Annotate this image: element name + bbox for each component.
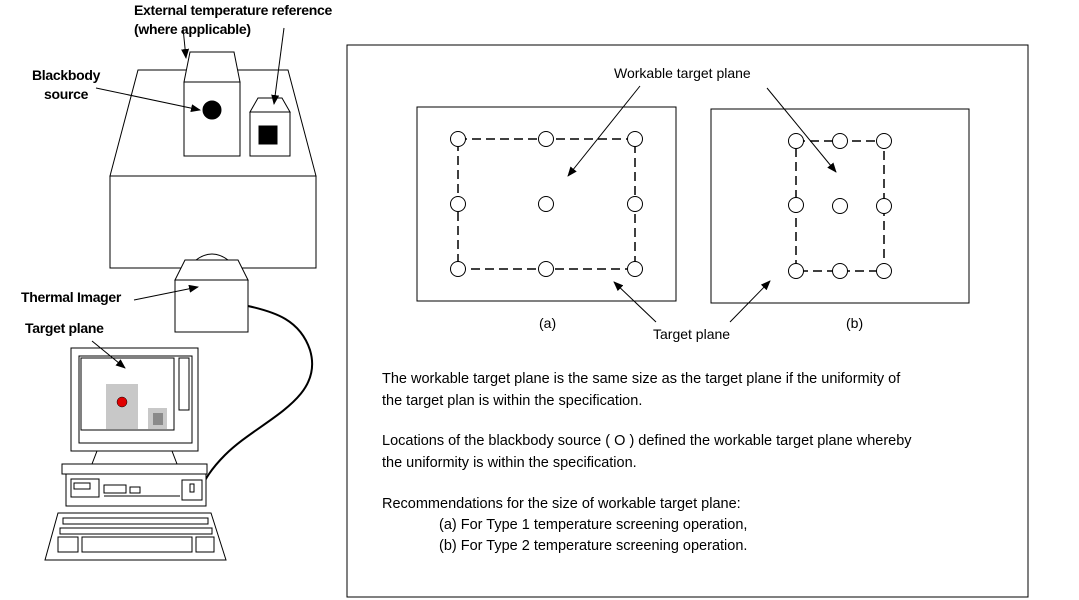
blackbody-location [876, 198, 892, 214]
note-1-line-2: the target plan is within the specificat… [382, 393, 643, 409]
note-3-item-b: (b) For Type 2 temperature screening ope… [439, 538, 748, 554]
blackbody-location [627, 196, 643, 212]
right-arrows [567, 85, 837, 323]
screen-reference-inner [153, 413, 163, 425]
blackbody-location [788, 263, 804, 279]
external-reference [249, 97, 291, 157]
blackbody-location [832, 198, 848, 214]
blackbody-location [538, 131, 554, 147]
target-plane-a [416, 106, 677, 302]
blackbody-location [627, 131, 643, 147]
blackbody-location [450, 261, 466, 277]
blackbody-location [788, 197, 804, 213]
note-2-line-2: the uniformity is within the specificati… [382, 455, 637, 471]
note-2-line-1: Locations of the blackbody source ( O ) … [382, 433, 912, 449]
notes-panel [346, 44, 1029, 598]
blackbody-location [450, 131, 466, 147]
target-plane-label-left: Target plane [25, 320, 104, 336]
blackbody-location [876, 133, 892, 149]
external-reference-label: External temperature reference [134, 2, 332, 18]
note-1-line-1: The workable target plane is the same si… [382, 371, 901, 387]
blackbody-label-line2: source [44, 86, 89, 102]
blackbody-location [627, 261, 643, 277]
blackbody-location [450, 196, 466, 212]
subfigure-a-label: (a) [539, 315, 557, 331]
left-arrows [91, 27, 285, 369]
workable-target-plane-label: Workable target plane [614, 65, 751, 81]
blackbody-source [183, 51, 241, 157]
note-3-heading: Recommendations for the size of workable… [382, 496, 741, 512]
screen-blackbody-dot [116, 396, 128, 408]
blackbody-location [832, 263, 848, 279]
target-plane-b [710, 108, 970, 304]
thermal-imager-label: Thermal Imager [21, 289, 122, 305]
blackbody-location [538, 196, 554, 212]
blackbody-location [538, 261, 554, 277]
blackbody-location [876, 263, 892, 279]
cable [199, 305, 314, 491]
blackbody-location [832, 133, 848, 149]
target-plane-label-right: Target plane [653, 326, 731, 342]
note-3-item-a: (a) For Type 1 temperature screening ope… [439, 517, 748, 533]
external-reference-label-line2: (where applicable) [134, 21, 251, 37]
blackbody-location [788, 133, 804, 149]
computer [44, 347, 227, 561]
subfigure-b-label: (b) [846, 315, 864, 331]
blackbody-label: Blackbody [32, 67, 101, 83]
thermal-imager [174, 253, 249, 333]
